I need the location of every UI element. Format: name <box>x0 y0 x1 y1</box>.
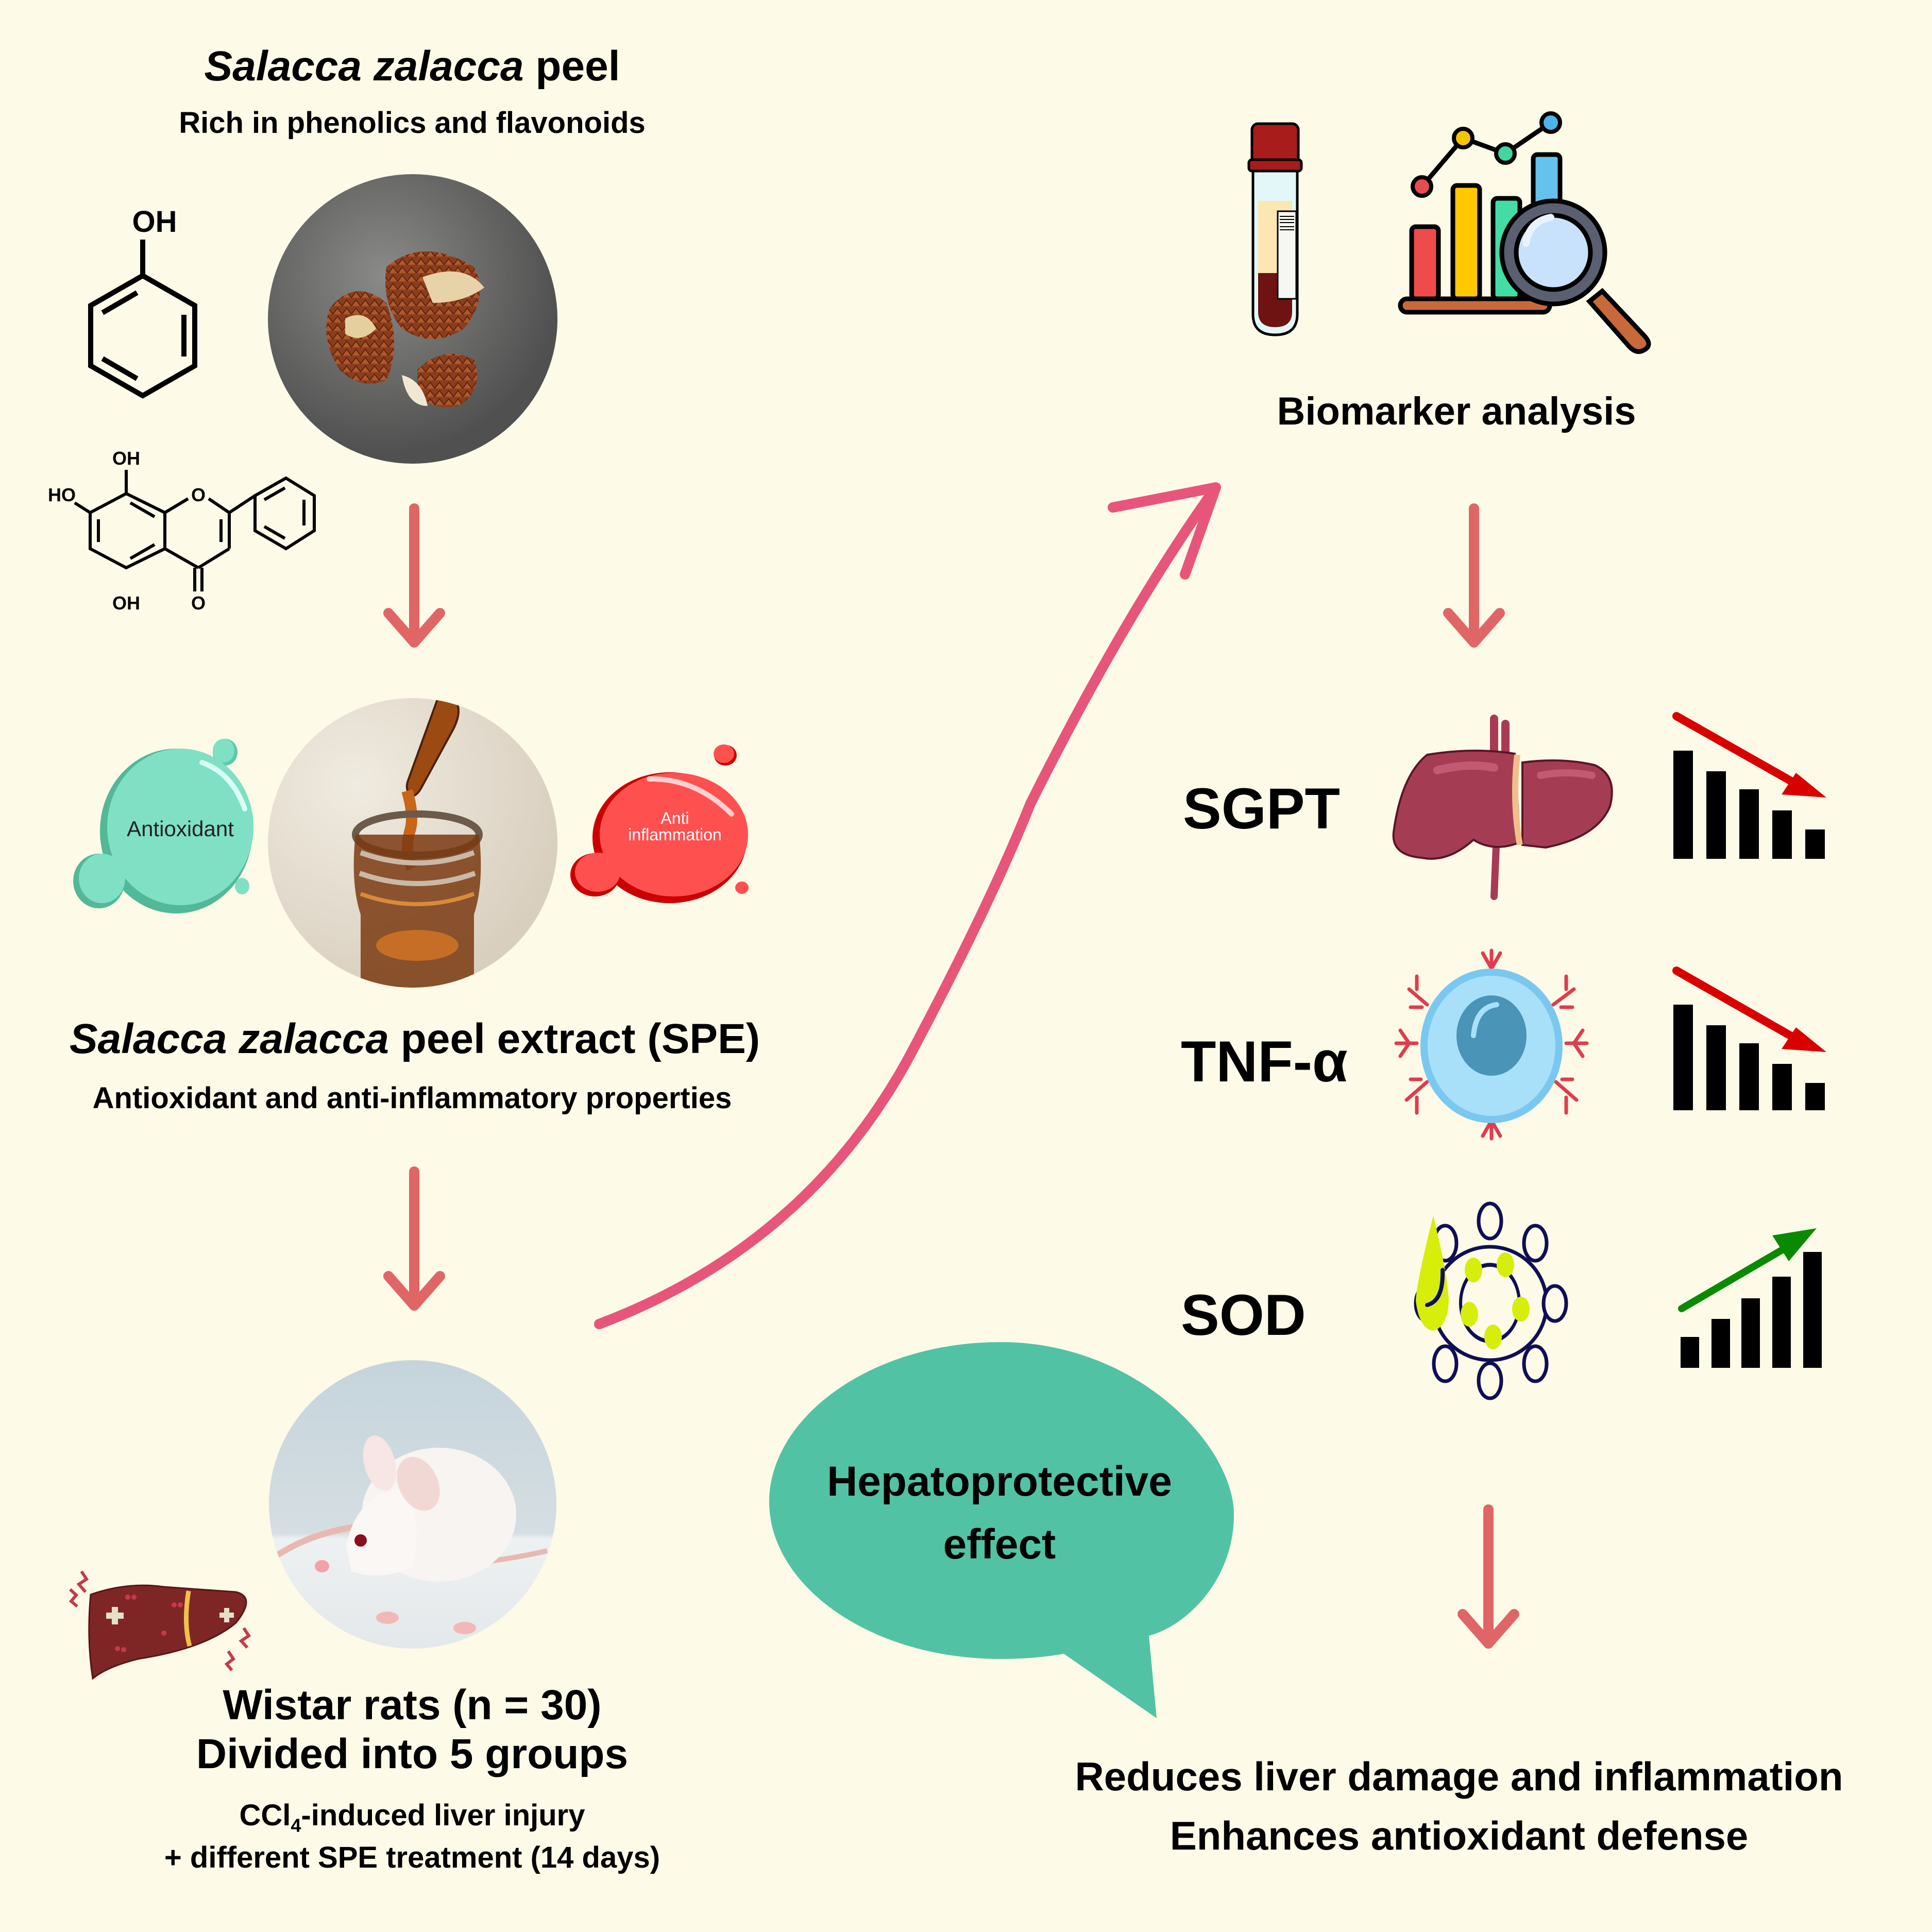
antioxidant-label: Antioxidant <box>127 817 234 841</box>
anti-inflammation-label: Anti inflammation <box>623 810 726 843</box>
salak-peel-shapes <box>326 251 484 407</box>
biomarker-tnf-label: TNF-α <box>1181 1029 1348 1094</box>
biomarker-sod-label: SOD <box>1181 1283 1306 1347</box>
flavone-structure-icon: OH HO O OH O <box>48 448 316 614</box>
extract-dropper-photo <box>268 698 557 988</box>
hepatoprotective-bubble-text: Hepatoprotective effect <box>765 1450 1234 1576</box>
trend-down-sgpt-icon <box>1672 712 1826 859</box>
biomarker-title: Biomarker analysis <box>1277 389 1636 433</box>
extract-subtitle: Antioxidant and anti-inflammatory proper… <box>92 1081 732 1115</box>
extract-bottle-shapes <box>352 698 483 988</box>
plant-title-rest: peel <box>523 43 620 90</box>
down-arrow-4-icon <box>1458 1504 1519 1649</box>
damaged-liver-icon <box>69 1570 251 1680</box>
flavone-oh-bottom: OH <box>112 592 140 614</box>
rat-shape <box>269 1435 548 1634</box>
anti-inflammation-bubble-shape <box>570 744 749 903</box>
plant-title: Salacca zalacca peel <box>185 42 639 91</box>
flavone-carbonyl-o: O <box>191 592 206 614</box>
animal-line-4: + different SPE treatment (14 days) <box>164 1841 660 1874</box>
salak-peel-photo <box>268 174 557 464</box>
down-arrow-1-icon <box>383 503 445 648</box>
liver-icon <box>1392 715 1613 900</box>
outcome-line-2: Enhances antioxidant defense <box>1170 1813 1749 1858</box>
sod-enzyme-icon <box>1414 1201 1568 1400</box>
extract-title: Salacca zalacca peel extract (SPE) <box>41 1015 788 1063</box>
anti-inflammation-bubble: Anti inflammation <box>567 737 762 907</box>
ccl-prefix: CCl <box>239 1799 291 1832</box>
plant-subtitle: Rich in phenolics and flavonoids <box>179 106 646 140</box>
animal-line-2: Divided into 5 groups <box>196 1731 629 1777</box>
antioxidant-bubble: Antioxidant <box>67 732 294 927</box>
phenol-structure-icon: OH <box>88 205 197 399</box>
outcome-line-1: Reduces liver damage and inflammation <box>1075 1754 1843 1799</box>
bubble-line-2: effect <box>943 1521 1056 1568</box>
blood-tube-icon <box>1247 122 1303 336</box>
white-rat-photo <box>269 1360 556 1649</box>
animal-line-1: Wistar rats (n = 30) <box>223 1682 602 1728</box>
flavone-ring-o: O <box>191 484 206 505</box>
speech-bubble-shape <box>769 1342 1234 1718</box>
biomarker-sgpt-label: SGPT <box>1183 776 1340 841</box>
anti-label-line1: Anti <box>660 809 689 827</box>
down-arrow-2-icon <box>383 1166 445 1311</box>
flavone-ho-left: HO <box>48 484 76 505</box>
phenol-oh-label: OH <box>132 205 177 239</box>
ccl-suffix: -induced liver injury <box>301 1799 585 1832</box>
ccl-subscript: 4 <box>291 1815 301 1836</box>
extract-title-species: Salacca zalacca <box>69 1015 389 1062</box>
trend-up-sod-icon <box>1678 1228 1822 1368</box>
extract-title-rest: peel extract (SPE) <box>389 1015 760 1062</box>
chart-magnifier-icon <box>1398 111 1651 354</box>
bubble-line-1: Hepatoprotective <box>827 1458 1172 1505</box>
flavone-oh-top: OH <box>112 448 140 469</box>
animal-line-3: CCl4-induced liver injury <box>155 1798 670 1837</box>
trend-down-tnf-icon <box>1672 967 1826 1110</box>
anti-label-line2: inflammation <box>628 825 722 844</box>
immune-cell-icon <box>1394 948 1589 1141</box>
antioxidant-bubble-shape <box>73 739 253 913</box>
plant-title-species: Salacca zalacca <box>204 43 524 90</box>
down-arrow-3-icon <box>1443 503 1505 648</box>
